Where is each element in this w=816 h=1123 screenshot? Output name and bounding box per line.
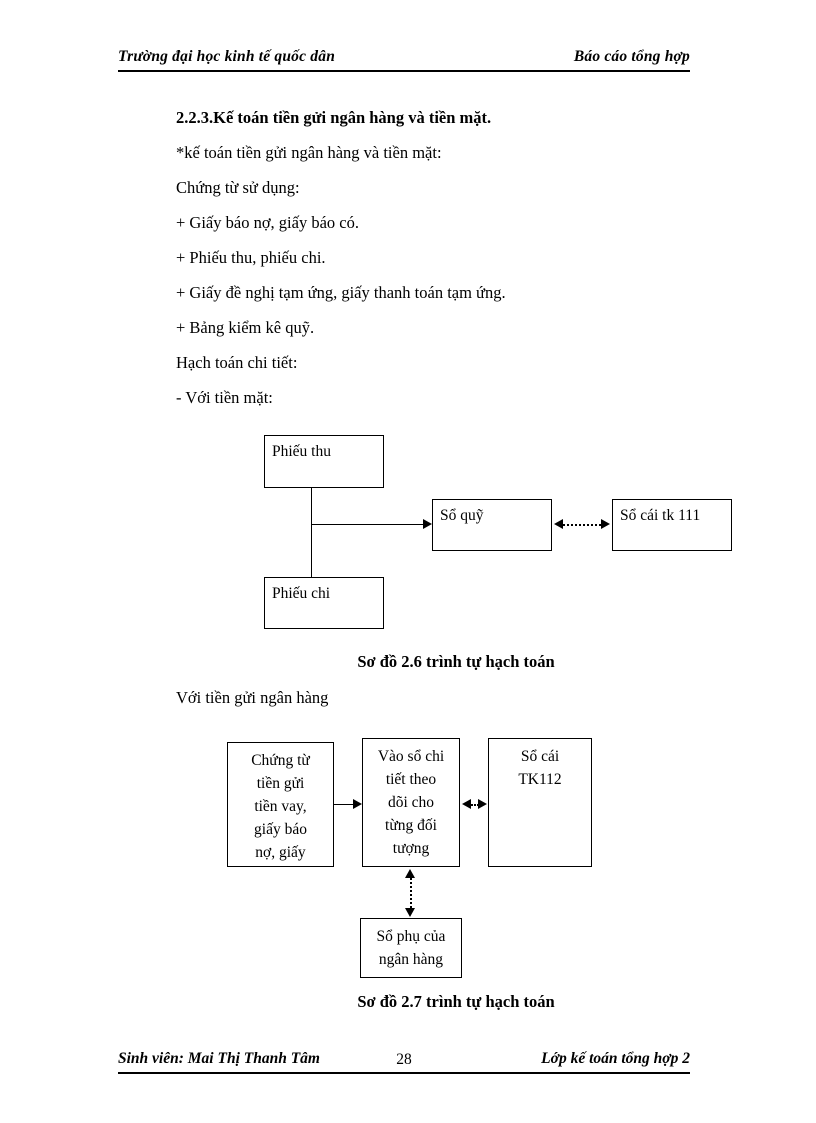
body-text-block: 2.2.3.Kế toán tiền gửi ngân hàng và tiền…: [176, 100, 736, 415]
arrowhead-to-so-quy: [423, 519, 432, 529]
box-vao-so-chi-tiet: Vào sổ chi tiết theo dõi cho từng đối tư…: [362, 738, 460, 867]
arrowhead-so-chi-tiet-left: [462, 799, 471, 809]
box-so-phu-ngan-hang: Sổ phụ của ngân hàng: [360, 918, 462, 978]
box-so-cai-tk112: Sổ cái TK112: [488, 738, 592, 867]
intertext-line: Với tiền gửi ngân hàng: [176, 688, 329, 707]
box-so-phu-ngan-hang-label: Sổ phụ của ngân hàng: [376, 928, 446, 968]
header-right-text: Báo cáo tổng hợp: [573, 48, 690, 65]
connector-chung-tu-to-so-chi-tiet: [334, 804, 354, 805]
footer-student-name: Sinh viên: Mai Thị Thanh Tâm: [118, 1050, 320, 1067]
body-line-1: *kế toán tiền gửi ngân hàng và tiền mặt:: [176, 143, 442, 162]
box-so-cai-tk112-label: Sổ cái TK112: [518, 748, 562, 788]
box-phieu-thu: Phiếu thu: [264, 435, 384, 488]
section-heading: 2.2.3.Kế toán tiền gửi ngân hàng và tiền…: [176, 108, 492, 127]
body-line-4: + Phiếu thu, phiếu chi.: [176, 248, 326, 267]
body-line-3: + Giấy báo nợ, giấy báo có.: [176, 213, 359, 232]
body-line-8: - Với tiền mặt:: [176, 388, 273, 407]
running-header: Trường đại học kinh tế quốc dân Báo cáo …: [118, 48, 690, 74]
box-phieu-chi-label: Phiếu chi: [272, 585, 331, 602]
body-line-6: + Bảng kiểm kê quỹ.: [176, 318, 315, 337]
connector-so-phu-dotted: [410, 878, 412, 908]
arrowhead-so-quy-left: [554, 519, 563, 529]
footer-page-number: 28: [396, 1051, 412, 1068]
connector-so-quy-so-cai-dotted: [563, 524, 601, 526]
box-so-quy-label: Sổ quỹ: [440, 507, 484, 524]
caption-so-do-2-6: Sơ đồ 2.6 trình tự hạch toán: [357, 652, 555, 671]
header-rule: [118, 70, 690, 72]
box-phieu-thu-label: Phiếu thu: [272, 443, 331, 460]
connector-to-so-quy-line: [311, 524, 423, 525]
footer-class-name: Lớp kế toán tổng hợp 2: [541, 1050, 690, 1067]
box-so-cai-tk111: Sổ cái tk 111: [612, 499, 732, 551]
box-chung-tu: Chứng từ tiền gửi tiền vay, giấy báo nợ,…: [227, 742, 334, 867]
arrowhead-to-so-chi-tiet: [353, 799, 362, 809]
footer-rule: [118, 1072, 690, 1074]
connector-receipt-payment-trunk: [311, 488, 312, 577]
box-phieu-chi: Phiếu chi: [264, 577, 384, 629]
box-chung-tu-label: Chứng từ tiền gửi tiền vay, giấy báo nợ,…: [251, 752, 310, 861]
box-so-cai-tk111-label: Sổ cái tk 111: [620, 507, 701, 524]
page-footer: Sinh viên: Mai Thị Thanh Tâm 28 Lớp kế t…: [118, 1050, 690, 1076]
arrowhead-up-to-so-chi-tiet: [405, 869, 415, 878]
box-vao-so-chi-tiet-label: Vào sổ chi tiết theo dõi cho từng đối tư…: [377, 748, 445, 857]
header-left-text: Trường đại học kinh tế quốc dân: [118, 48, 336, 65]
body-line-5: + Giấy đề nghị tạm ứng, giấy thanh toán …: [176, 283, 506, 302]
arrowhead-down-to-so-phu: [405, 908, 415, 917]
arrowhead-so-cai-right: [601, 519, 610, 529]
connector-so-chi-tiet-so-cai-dotted: [471, 804, 479, 806]
caption-so-do-2-7: Sơ đồ 2.7 trình tự hạch toán: [357, 992, 555, 1011]
box-so-quy: Sổ quỹ: [432, 499, 552, 551]
body-line-7: Hạch toán chi tiết:: [176, 353, 298, 372]
body-line-2: Chứng từ sử dụng:: [176, 178, 300, 197]
arrowhead-so-cai-tk112-right: [478, 799, 487, 809]
